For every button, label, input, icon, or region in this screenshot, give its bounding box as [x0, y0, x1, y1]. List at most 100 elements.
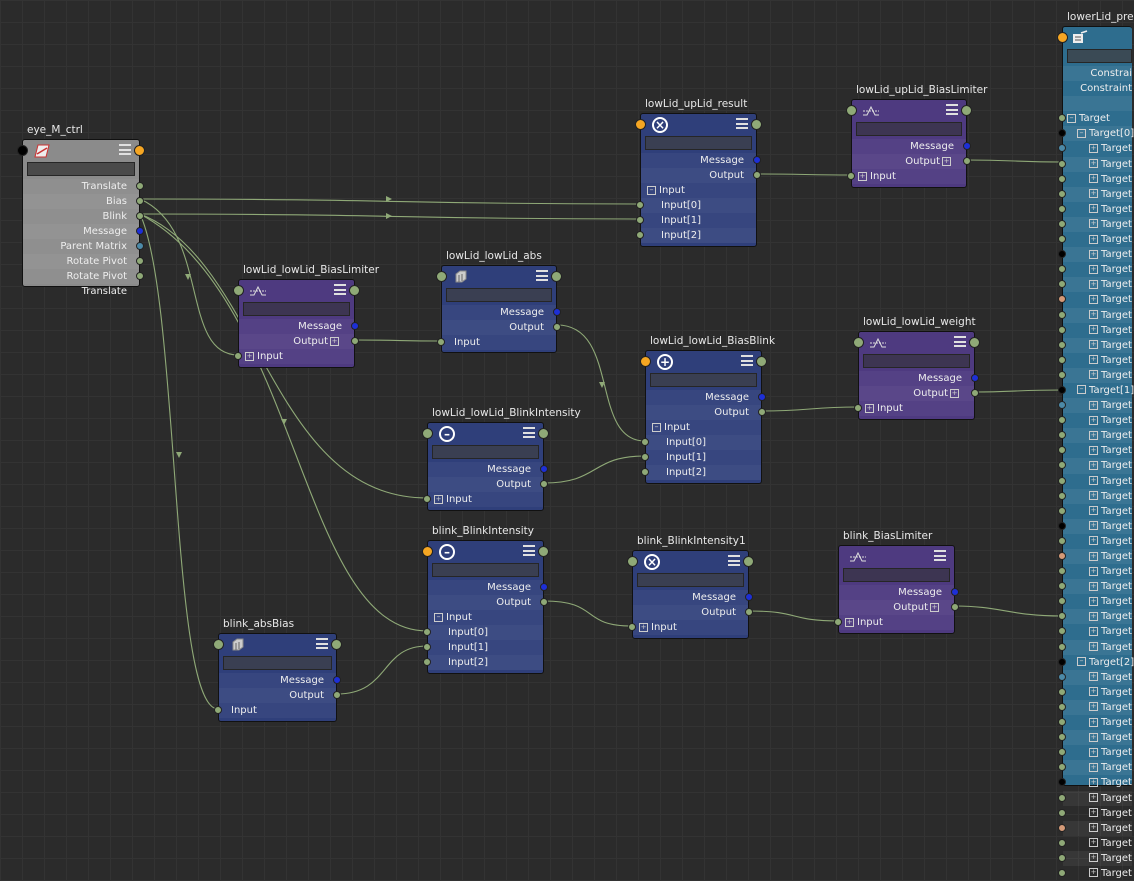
- attr-plug[interactable]: [1058, 235, 1066, 244]
- expand-icon[interactable]: +: [1089, 294, 1098, 304]
- attr-plug[interactable]: [1058, 597, 1066, 606]
- attr-bias[interactable]: Bias: [23, 194, 144, 209]
- attr-plug[interactable]: [834, 618, 842, 626]
- node-name-field[interactable]: [27, 162, 135, 176]
- expand-icon[interactable]: +: [1089, 491, 1098, 501]
- attr-plug[interactable]: [641, 468, 649, 476]
- expand-icon[interactable]: +: [1089, 642, 1098, 652]
- expand-icon[interactable]: +: [1089, 430, 1098, 440]
- expand-icon[interactable]: +: [1089, 521, 1098, 531]
- attr-message[interactable]: Message: [839, 585, 959, 600]
- attr-message[interactable]: Message: [641, 153, 761, 168]
- constraint-row[interactable]: +Target: [1058, 141, 1132, 156]
- attr-output[interactable]: Output: [641, 168, 761, 183]
- attr-plug[interactable]: [1058, 612, 1066, 621]
- node-name-field[interactable]: [645, 136, 752, 150]
- expand-icon[interactable]: +: [1089, 174, 1098, 184]
- node-name-field[interactable]: [1067, 49, 1132, 63]
- constraint-row[interactable]: +Target: [1058, 216, 1132, 233]
- attr-plug[interactable]: [1058, 355, 1066, 364]
- output-plug[interactable]: [331, 639, 342, 650]
- attr-plug[interactable]: [1058, 672, 1066, 681]
- output-plug[interactable]: [751, 119, 762, 130]
- constraint-row[interactable]: +Target: [1058, 292, 1132, 307]
- expand-icon[interactable]: +: [245, 351, 254, 361]
- attr-plug[interactable]: [1058, 416, 1066, 425]
- constraint-row[interactable]: +Target: [1058, 790, 1132, 806]
- input-plug[interactable]: [853, 337, 864, 348]
- attr-plug[interactable]: [951, 588, 959, 596]
- menu-icon[interactable]: [523, 545, 535, 556]
- attr-plug[interactable]: [1058, 536, 1066, 545]
- attr-plug[interactable]: [1058, 521, 1066, 530]
- node-lowlid-uplid-result[interactable]: lowLid_upLid_result × Message Output –In…: [635, 98, 762, 247]
- input-plug[interactable]: [640, 356, 651, 367]
- constraint-row[interactable]: +Target: [1058, 866, 1132, 881]
- attr-input[interactable]: +Input: [847, 169, 966, 184]
- attr-output[interactable]: Output: [428, 477, 548, 492]
- expand-icon[interactable]: +: [1089, 702, 1098, 712]
- attr-plug[interactable]: [641, 438, 649, 446]
- attr-plug[interactable]: [1058, 778, 1066, 787]
- attr-translate[interactable]: Translate: [23, 179, 144, 194]
- node-name-field[interactable]: [637, 573, 744, 587]
- constraint-row[interactable]: +Target: [1058, 850, 1132, 866]
- input-plug[interactable]: [233, 285, 244, 296]
- output-plug[interactable]: [551, 271, 562, 282]
- attr-plug[interactable]: [636, 231, 644, 239]
- constraint-row[interactable]: +Target: [1058, 594, 1132, 609]
- attr-input-1[interactable]: Input[1]: [636, 213, 756, 228]
- expand-icon[interactable]: +: [1089, 626, 1098, 636]
- attr-plug[interactable]: [1058, 144, 1066, 153]
- output-plug[interactable]: [756, 356, 767, 367]
- expand-icon[interactable]: +: [1089, 551, 1098, 561]
- attr-plug[interactable]: [971, 389, 979, 397]
- constraint-row[interactable]: +Target: [1058, 820, 1132, 836]
- attr-plug[interactable]: [214, 706, 222, 714]
- attr-plug[interactable]: [1058, 250, 1066, 259]
- attr-input[interactable]: +Input: [234, 349, 354, 364]
- attr-plug[interactable]: [1058, 793, 1066, 802]
- expand-icon[interactable]: +: [1089, 506, 1098, 516]
- attr-rotate-pivot-translate[interactable]: Rotate Pivot Translate: [23, 269, 144, 297]
- menu-icon[interactable]: [946, 104, 958, 115]
- attr-plug[interactable]: [540, 598, 548, 606]
- attr-plug[interactable]: [136, 182, 144, 190]
- output-plug[interactable]: [743, 556, 754, 567]
- constraint-row[interactable]: +Target: [1058, 624, 1132, 639]
- node-lowlid-uplid-biaslimiter[interactable]: lowLid_upLid_BiasLimiter Message Output+…: [846, 84, 987, 188]
- collapse-icon[interactable]: –: [1067, 113, 1076, 123]
- node-name-field[interactable]: [223, 656, 332, 670]
- attr-plug[interactable]: [1058, 129, 1066, 138]
- menu-icon[interactable]: [523, 427, 535, 438]
- node-name-field[interactable]: [856, 122, 962, 136]
- menu-icon[interactable]: [316, 638, 328, 649]
- attr-output[interactable]: Output: [219, 688, 341, 703]
- attr-plug[interactable]: [540, 480, 548, 488]
- attr-plug[interactable]: [636, 201, 644, 209]
- constraint-row[interactable]: +Target: [1058, 504, 1132, 519]
- node-lowlid-lowlid-biasblink[interactable]: lowLid_lowLid_BiasBlink + Message Output…: [640, 335, 775, 484]
- menu-icon[interactable]: [741, 355, 753, 366]
- expand-icon[interactable]: +: [1089, 400, 1098, 410]
- attr-plug[interactable]: [1058, 370, 1066, 379]
- constraint-row[interactable]: +Target: [1058, 564, 1132, 579]
- attr-plug[interactable]: [1058, 174, 1066, 183]
- expand-icon[interactable]: +: [1089, 249, 1098, 259]
- constraint-row[interactable]: +Target: [1058, 730, 1132, 746]
- input-plug[interactable]: [422, 428, 433, 439]
- attr-plug[interactable]: [351, 337, 359, 345]
- attr-plug[interactable]: [136, 227, 144, 235]
- input-plug[interactable]: [627, 556, 638, 567]
- expand-icon[interactable]: +: [1089, 581, 1098, 591]
- expand-icon[interactable]: +: [1089, 868, 1098, 878]
- menu-icon[interactable]: [334, 284, 346, 295]
- attr-rotate-pivot[interactable]: Rotate Pivot: [23, 254, 144, 269]
- constraint-row[interactable]: +Target: [1058, 277, 1132, 293]
- expand-icon[interactable]: +: [950, 388, 959, 398]
- attr-plug[interactable]: [1058, 189, 1066, 198]
- attr-plug[interactable]: [136, 212, 144, 220]
- expand-icon[interactable]: +: [1089, 264, 1098, 274]
- attr-output[interactable]: Output: [428, 595, 548, 610]
- attr-plug[interactable]: [1058, 582, 1066, 591]
